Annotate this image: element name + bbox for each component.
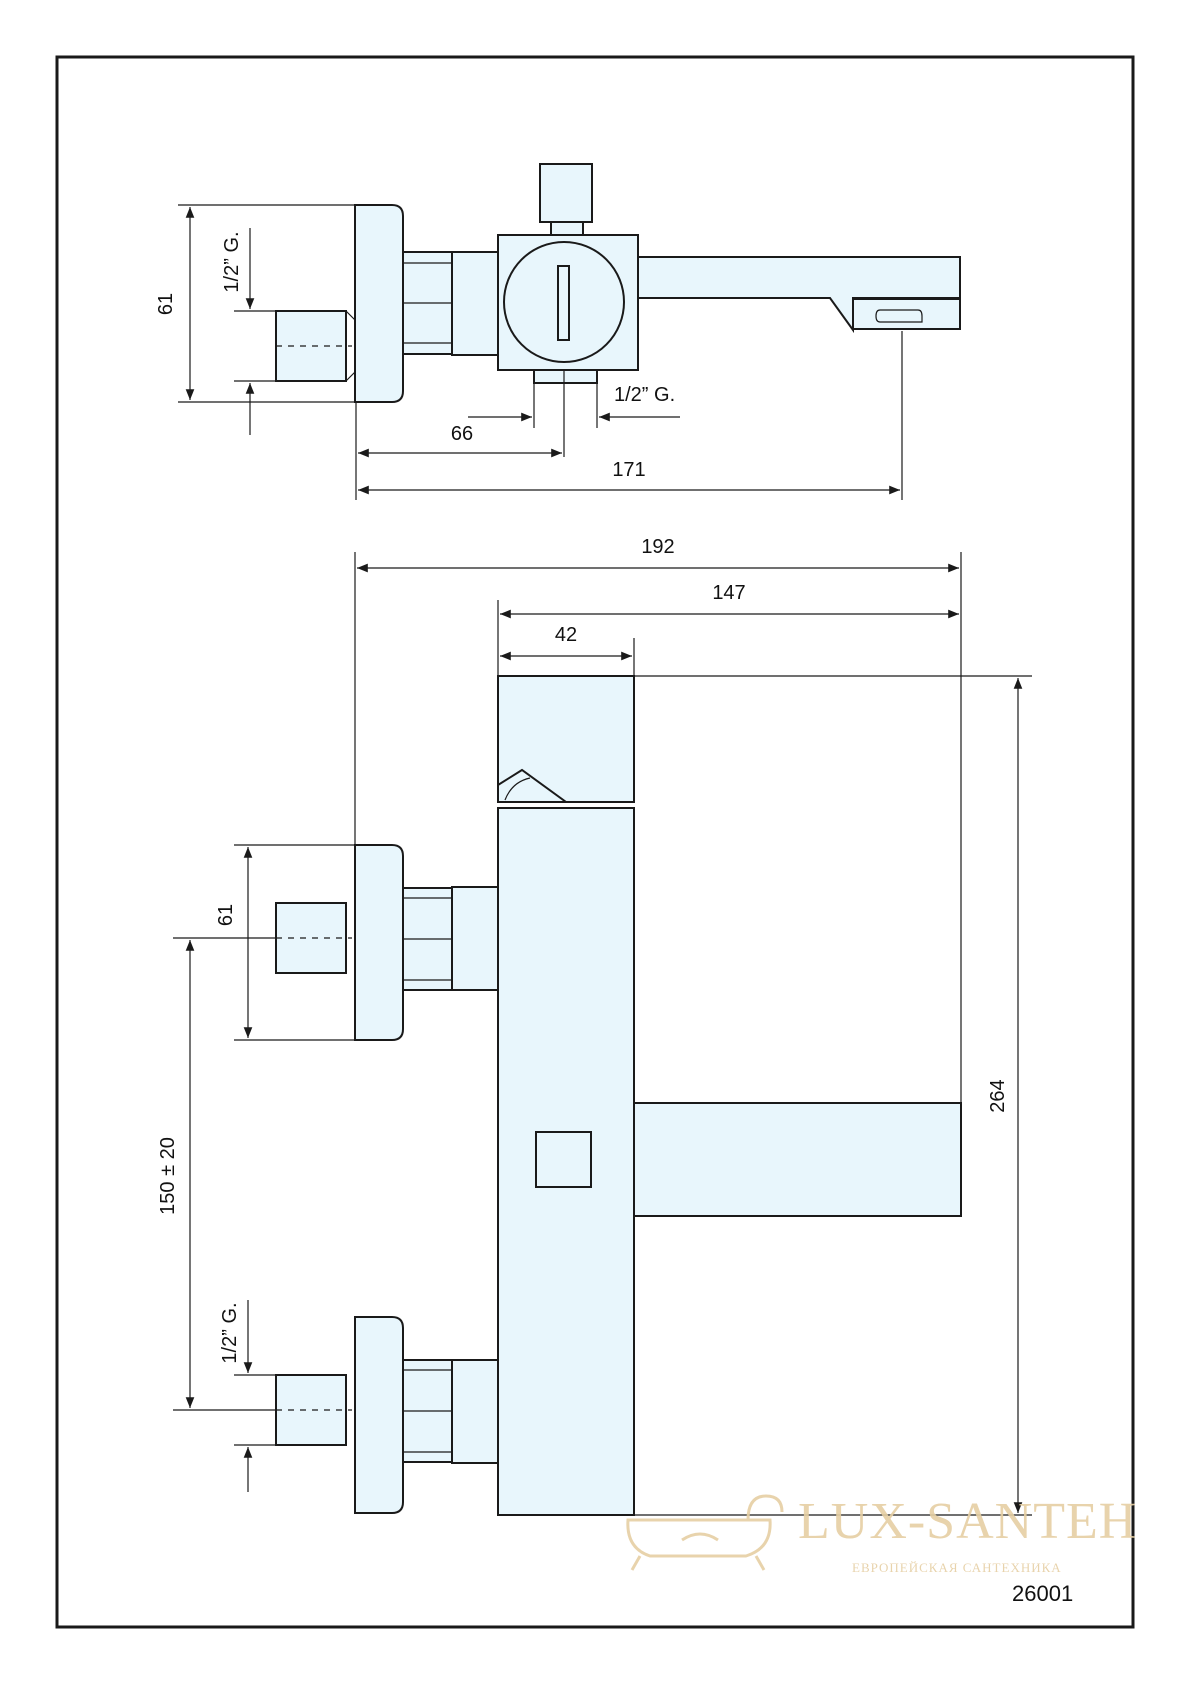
front-dim-thread: 1/2” G. — [219, 1302, 241, 1363]
top-view: 61 1/2” G. 1/2” G. 66 171 — [155, 163, 961, 500]
top-inlet-stub — [275, 310, 347, 382]
top-dim-66: 66 — [451, 423, 473, 445]
top-wall-flange — [354, 204, 404, 403]
front-diverter-button — [535, 1131, 592, 1188]
front-dim-61: 61 — [215, 904, 237, 926]
front-dim-147: 147 — [712, 582, 745, 604]
front-upper-sleeve — [451, 886, 499, 991]
model-code: 26001 — [1012, 1581, 1073, 1606]
top-dim-171: 171 — [612, 459, 645, 481]
top-shower-outlet — [533, 369, 598, 384]
front-spout — [633, 1102, 962, 1217]
front-lower-stub — [275, 1374, 347, 1446]
top-dim-61: 61 — [155, 293, 177, 315]
top-diverter-stem — [550, 221, 584, 236]
front-head-chamfer — [497, 768, 570, 803]
front-lower-flange — [354, 1316, 404, 1514]
watermark-tagline: ЕВРОПЕЙСКАЯ САНТЕХНИКА — [852, 1560, 1062, 1575]
front-dim-192: 192 — [641, 536, 674, 558]
front-upper-flange — [354, 844, 404, 1041]
top-diverter-knob — [539, 163, 593, 223]
drawing-frame — [55, 55, 1135, 1629]
bathtub-logo-icon — [626, 1494, 784, 1571]
front-lower-sleeve — [451, 1359, 499, 1464]
front-dim-centers: 150 ± 20 — [157, 1137, 179, 1215]
front-dim-42: 42 — [555, 624, 577, 646]
top-aerator — [852, 298, 961, 330]
top-sleeve — [451, 251, 499, 356]
front-view: 192 147 42 264 61 150 ± 20 1/2” G. — [157, 536, 1032, 1516]
top-dim-thread: 1/2” G. — [221, 231, 243, 292]
front-dim-264: 264 — [987, 1079, 1009, 1112]
watermark-brand: LUX-SANTEH — [798, 1493, 1137, 1550]
watermark: LUX-SANTEH ЕВРОПЕЙСКАЯ САНТЕХНИКА — [626, 1493, 1137, 1575]
top-dim-outlet-thread: 1/2” G. — [614, 384, 675, 406]
top-dial-slot — [557, 265, 570, 341]
front-upper-stub — [275, 902, 347, 974]
